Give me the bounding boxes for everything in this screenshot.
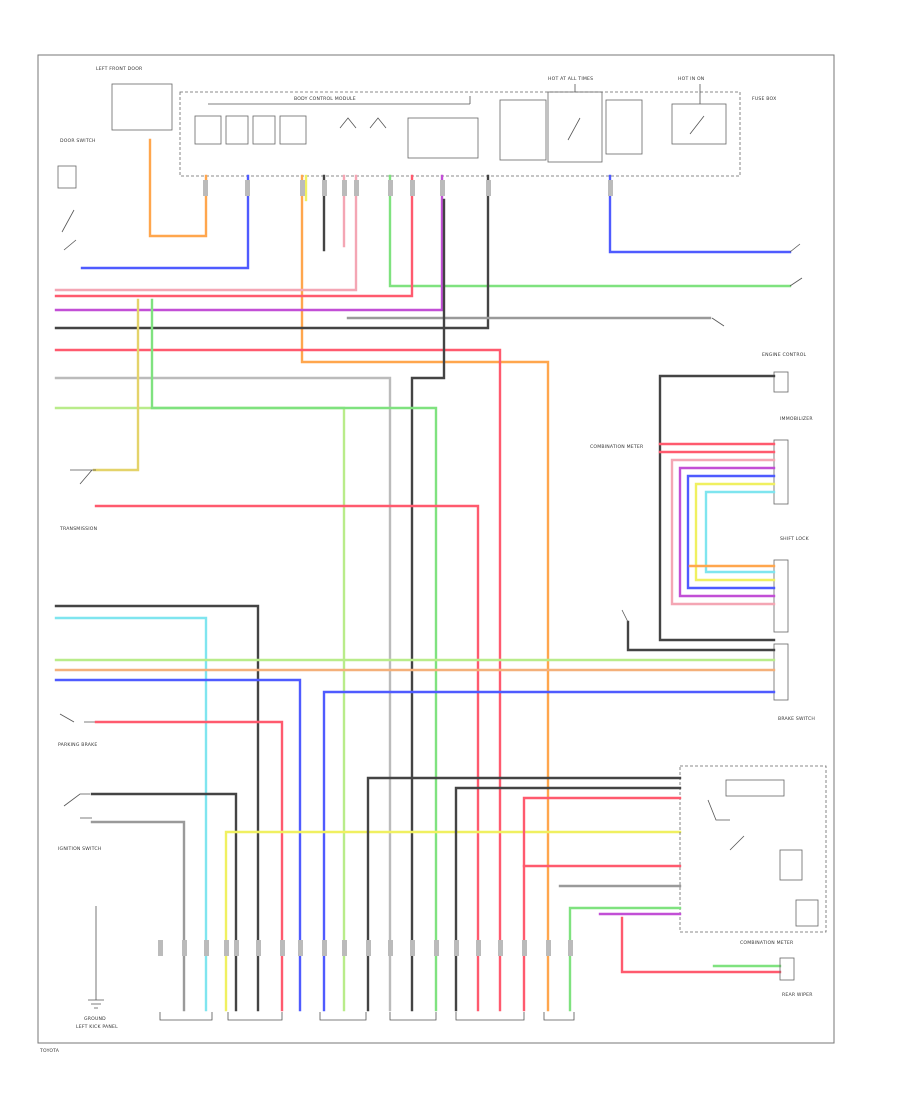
rear-wiper-label: REAR WIPER (782, 992, 813, 998)
hot-at-all-times-label: HOT AT ALL TIMES (548, 76, 593, 82)
wire-pink-1 (54, 174, 358, 292)
wire-black-5 (54, 604, 260, 1012)
wire-black-7 (90, 792, 238, 1012)
wire-black-9 (454, 786, 682, 1012)
wire-yellow-2 (92, 298, 140, 472)
wire-yellow-4 (224, 830, 682, 1012)
engine-control-label: ENGINE CONTROL (762, 352, 807, 358)
hot-in-on-label: HOT IN ON (678, 76, 704, 82)
left-kick-panel-label: LEFT KICK PANEL (76, 1024, 118, 1030)
footer-code: TOYOTA (39, 1048, 60, 1054)
wire-red-7 (522, 796, 682, 1012)
transmission-switch: TRANSMISSION (59, 469, 97, 532)
left-front-door-label: LEFT FRONT DOOR (96, 66, 143, 72)
immobilizer-label: IMMOBILIZER (780, 416, 813, 422)
bottom-connectors (159, 1012, 575, 1021)
door-switch-label: DOOR SWITCH (60, 138, 96, 144)
top-pin-marks (203, 180, 613, 196)
wire-orange-2 (300, 174, 550, 1012)
wire-red-6 (94, 720, 284, 1012)
wire-green-5 (568, 906, 682, 1012)
wire-cyan-2 (54, 616, 208, 1012)
wire-pink-3 (670, 458, 776, 606)
wire-red-2 (54, 174, 414, 298)
wire-black-6 (626, 620, 776, 652)
ground-label: GROUND (84, 1016, 106, 1022)
wire-blue-2 (608, 174, 792, 254)
wire-black-1 (54, 174, 490, 330)
wire-red-3 (94, 504, 480, 1012)
wire-red-1 (54, 348, 502, 1012)
wire-blue-3 (686, 474, 776, 590)
wire-green-3 (150, 298, 438, 1012)
parking-brake-label: PARKING BRAKE (58, 742, 97, 748)
ignition-switch-label: IGNITION SWITCH (58, 846, 101, 852)
door-switch: DOOR SWITCH (57, 138, 96, 251)
combination-meter-label: COMBINATION METER (740, 940, 794, 946)
ignition-switch: IGNITION SWITCH (58, 793, 101, 852)
brake-switch-label: BRAKE SWITCH (778, 716, 815, 722)
transmission-label: TRANSMISSION (59, 526, 97, 532)
wire-gray-2 (54, 376, 392, 1012)
wire-gray-3 (90, 820, 186, 1012)
wire-blue-5 (322, 690, 776, 1012)
wire-blue-4 (54, 678, 302, 1012)
wire-black-4 (658, 374, 776, 642)
wire-violet-1 (54, 174, 444, 312)
body-control-module: BODY CONTROL MODULE HOT AT ALL TIMES HOT… (179, 76, 776, 177)
wire-green-1 (388, 174, 792, 288)
wire-violet-2 (678, 466, 776, 598)
bottom-pin-marks (158, 940, 573, 956)
combination-meter-label-upper: COMBINATION METER (590, 444, 644, 450)
right-upper-module: ENGINE CONTROL IMMOBILIZER SHIFT LOCK BR… (762, 352, 815, 722)
diagram-frame (37, 54, 835, 1044)
wire-black-8 (366, 776, 682, 1012)
wire-red-9 (620, 916, 782, 974)
left-front-door-module: LEFT FRONT DOOR (96, 66, 173, 131)
right-switches (621, 243, 803, 623)
bcm-label: BODY CONTROL MODULE (294, 96, 356, 102)
shift-lock-label: SHIFT LOCK (780, 536, 810, 542)
wire-orange-1 (148, 138, 208, 238)
ground-symbol: GROUND LEFT KICK PANEL (76, 906, 118, 1030)
fuse-box-label: FUSE BOX (752, 96, 776, 102)
wire-black-2 (410, 198, 446, 1012)
wire-cyan-1 (704, 490, 776, 574)
combination-meter-module: COMBINATION METER (679, 765, 827, 946)
parking-brake-switch: PARKING BRAKE (58, 713, 97, 748)
wire-blue-1 (80, 174, 250, 270)
rear-wiper-module: REAR WIPER (779, 957, 813, 998)
wire-yellow-3 (694, 482, 776, 582)
